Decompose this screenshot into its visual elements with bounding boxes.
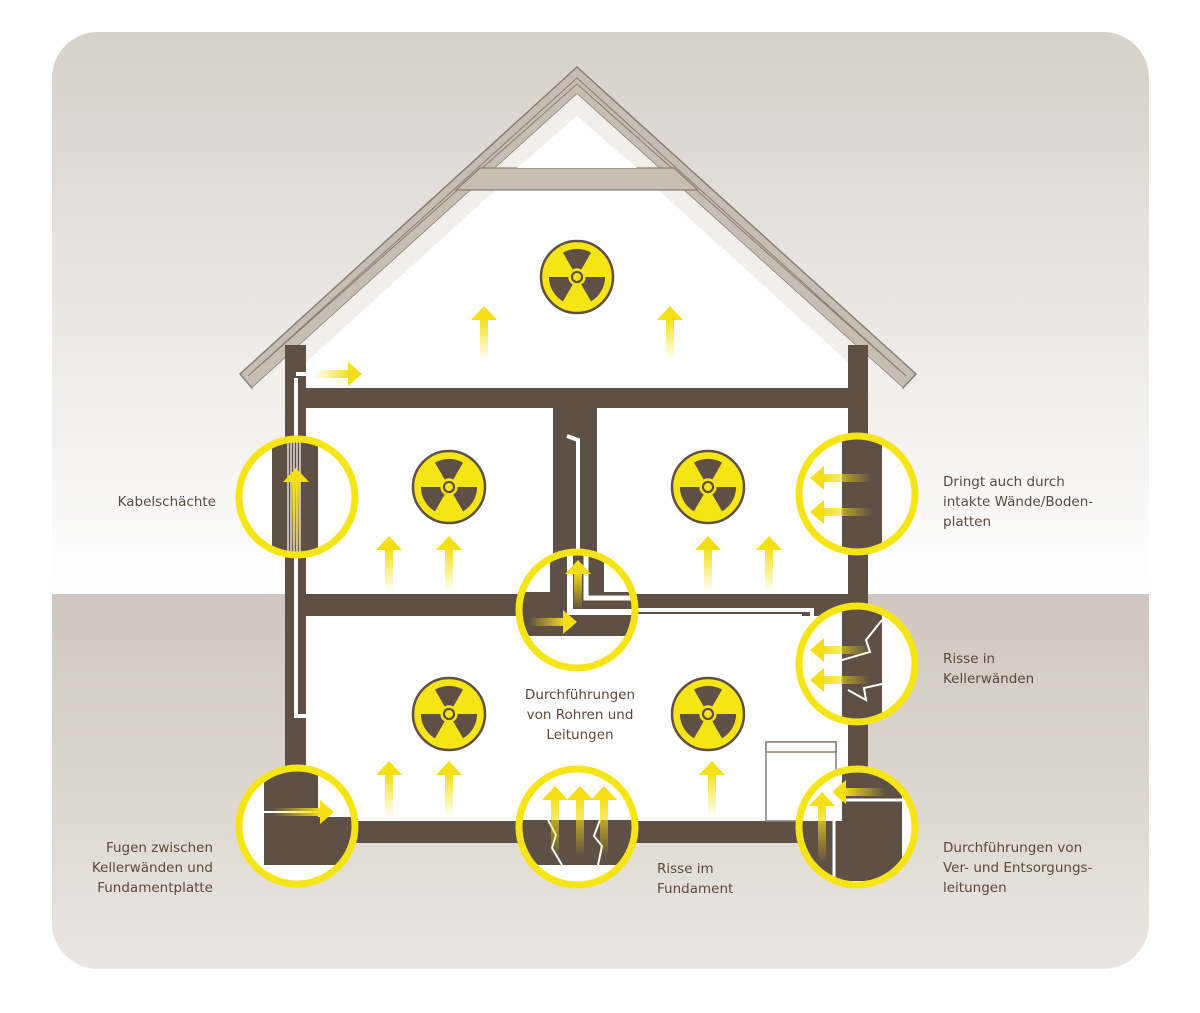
detail-cable-shafts	[235, 435, 359, 559]
detail-pipe-penetration	[515, 548, 639, 672]
arrow-up-icon	[567, 786, 593, 856]
label-cable-shafts: Kabelschächte	[117, 494, 216, 510]
arrow-up-icon	[565, 560, 591, 610]
arrow-up-icon	[699, 761, 725, 817]
label-intact-walls: Dringt auch durch intakte Wände/Boden- p…	[943, 474, 1094, 530]
radiation-trefoil-icon	[411, 449, 487, 525]
arrow-up-icon	[376, 761, 402, 817]
arrow-up-icon	[471, 306, 497, 360]
arrow-right-icon	[314, 362, 362, 386]
label-foundation-cracks: Risse im Fundament	[657, 861, 734, 897]
arrow-right-icon	[529, 610, 577, 634]
label-pipe-penetrations: Durchführungen von Rohren und Leitungen	[524, 687, 636, 743]
arrow-up-icon	[436, 536, 462, 592]
label-wall-slab-joints: Fugen zwischen Kellerwänden und Fundamen…	[91, 840, 213, 896]
detail-foundation-cracks	[515, 765, 639, 889]
detail-intact-walls	[795, 432, 919, 556]
label-utility-penetrations: Durchführungen von Ver- und Entsorgungs-…	[943, 840, 1093, 896]
radiation-trefoil-icon	[670, 449, 746, 525]
arrow-left-icon	[810, 500, 872, 524]
arrow-left-icon	[810, 466, 872, 490]
arrow-up-icon	[591, 786, 617, 856]
detail-basement-cracks	[795, 602, 919, 726]
arrow-up-icon	[756, 536, 782, 592]
radon-flow-arrows	[314, 306, 782, 817]
radiation-trefoil-icon	[411, 676, 487, 752]
arrow-up-icon	[695, 536, 721, 592]
arrow-left-icon	[810, 638, 870, 662]
radon-symbols	[411, 239, 746, 752]
radiation-trefoil-icon	[670, 676, 746, 752]
arrow-up-icon	[376, 536, 402, 592]
arrow-up-icon	[436, 761, 462, 817]
arrow-up-icon	[283, 468, 309, 554]
label-basement-cracks: Risse in Kellerwänden	[943, 651, 1035, 687]
detail-circles	[235, 432, 919, 889]
radiation-trefoil-icon	[539, 239, 615, 315]
arrow-left-icon	[832, 780, 886, 804]
detail-wall-slab-joints	[235, 764, 359, 888]
arrow-up-icon	[542, 786, 568, 856]
arrow-up-icon	[809, 792, 835, 862]
detail-utility-penetrations	[795, 765, 919, 889]
arrow-left-icon	[810, 668, 870, 692]
arrow-up-icon	[657, 306, 683, 360]
arrow-right-icon	[272, 800, 334, 824]
